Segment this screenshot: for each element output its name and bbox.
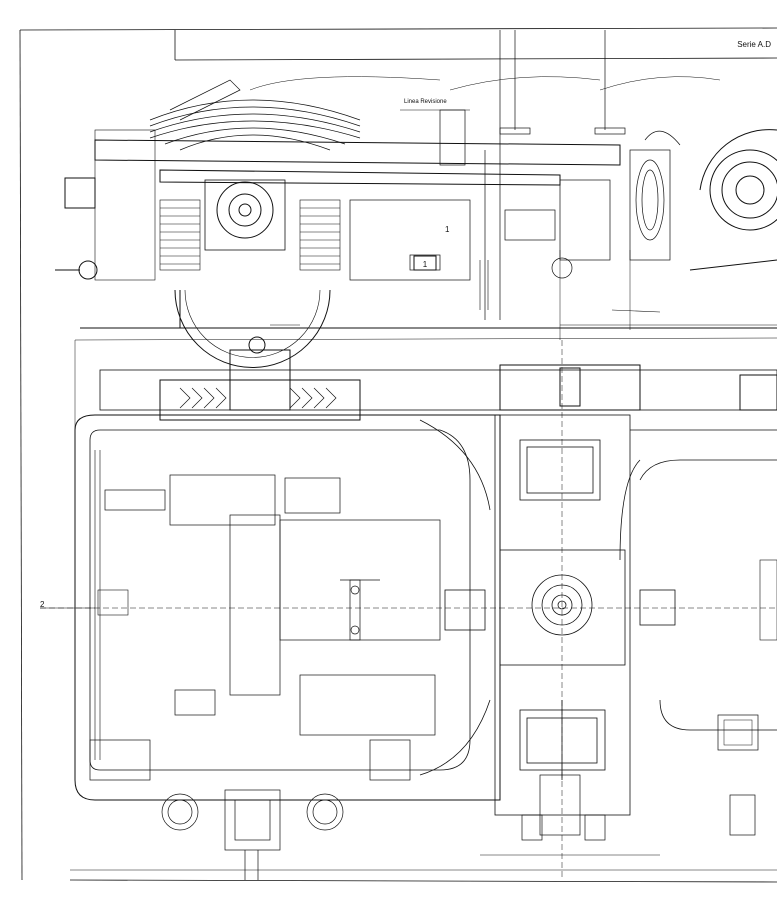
center-equipment	[349, 30, 626, 320]
coil-spring-right	[299, 199, 341, 271]
side-elevation-view: 1 1	[55, 30, 777, 368]
chevron-pattern	[179, 387, 337, 409]
brake-assembly-right	[629, 130, 681, 261]
equipment-panels	[104, 474, 441, 736]
center-bolster	[444, 414, 676, 816]
coil-spring-left	[159, 199, 201, 271]
part-mark-text-1: 1	[423, 260, 428, 269]
plan-view	[40, 336, 777, 880]
part-mark-left: 2	[40, 600, 45, 609]
bottom-coupler	[89, 739, 756, 880]
side-rail-left	[40, 450, 129, 760]
top-note: Linea Revisione	[404, 99, 447, 105]
dimension-lines-top	[249, 76, 777, 340]
dimension-lines-bottom-solid	[70, 337, 777, 871]
annotation-marks	[270, 260, 661, 326]
part-mark-1	[413, 255, 437, 271]
wheel-left	[174, 179, 331, 368]
sheet-frame	[19, 27, 777, 883]
dimension-lines-bottom	[40, 340, 777, 880]
sheet-label: Serie A.D	[737, 40, 771, 49]
wheel-right	[689, 129, 777, 271]
frame-right	[630, 429, 777, 731]
part-mark-text-2: 1	[445, 225, 450, 234]
leaf-spring	[149, 79, 361, 151]
end-buffer-left	[55, 129, 156, 281]
